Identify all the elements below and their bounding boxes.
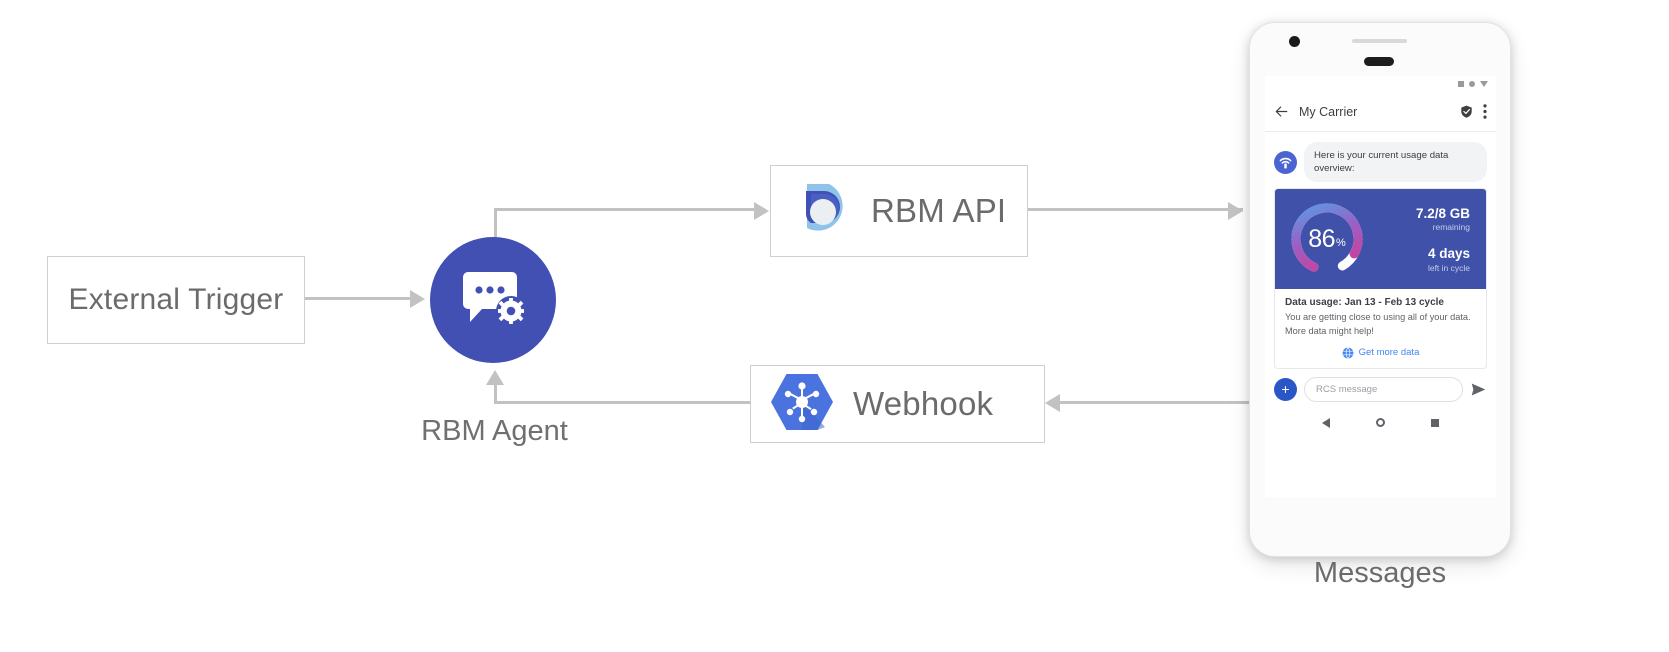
card-title: Data usage: Jan 13 - Feb 13 cycle bbox=[1285, 297, 1444, 309]
rbm-api-label: RBM API bbox=[871, 192, 1007, 229]
gauge-percent-value: 86 bbox=[1308, 224, 1336, 253]
rbm-agent-node[interactable] bbox=[430, 237, 556, 363]
phone-camera-icon bbox=[1289, 36, 1300, 47]
gauge-percent-symbol: % bbox=[1336, 236, 1346, 249]
phone-earpiece bbox=[1352, 39, 1407, 43]
message-bubble: Here is your current usage data overview… bbox=[1304, 142, 1487, 183]
external-trigger-label: External Trigger bbox=[68, 283, 284, 316]
arrow-trigger-to-agent bbox=[410, 290, 425, 308]
back-arrow-icon[interactable] bbox=[1274, 104, 1289, 119]
card-description-line2: More data might help! bbox=[1285, 325, 1374, 336]
arrow-webhook-to-agent bbox=[486, 370, 504, 385]
connector-webhook-to-agent-vert bbox=[494, 385, 497, 401]
app-bar-title: My Carrier bbox=[1299, 104, 1358, 119]
app-bar: My Carrier bbox=[1265, 92, 1496, 132]
overflow-menu-icon[interactable] bbox=[1483, 104, 1487, 119]
rich-card[interactable]: 86% 7.2/8 GB remaining 4 days left in cy… bbox=[1274, 188, 1487, 369]
nav-back-icon[interactable] bbox=[1322, 417, 1330, 428]
stats-spacer bbox=[1377, 232, 1470, 246]
rbm-api-node[interactable]: RBM API bbox=[770, 165, 1028, 257]
connector-agent-to-api-vert bbox=[494, 208, 497, 248]
message-composer: + RCS message bbox=[1265, 368, 1496, 410]
send-icon[interactable] bbox=[1470, 381, 1487, 398]
connector-trigger-to-agent bbox=[305, 297, 410, 300]
chat-gear-icon bbox=[460, 268, 526, 333]
triangle-down-icon bbox=[1480, 81, 1488, 87]
usage-gauge: 86% bbox=[1287, 199, 1367, 279]
rcs-message-placeholder: RCS message bbox=[1316, 383, 1378, 395]
data-remaining-label: remaining bbox=[1432, 222, 1470, 233]
days-left-value: 4 days bbox=[1427, 246, 1470, 262]
plus-icon[interactable]: + bbox=[1274, 377, 1297, 401]
gauge-percent: 86% bbox=[1287, 199, 1367, 279]
connector-webhook-to-agent-horz bbox=[494, 401, 750, 404]
conversation-thread: Here is your current usage data overview… bbox=[1265, 132, 1496, 369]
rcs-message-input[interactable]: RCS message bbox=[1304, 376, 1463, 402]
message-row: Here is your current usage data overview… bbox=[1274, 142, 1487, 183]
phone-screen: My Carrier Here is your current usage da… bbox=[1265, 76, 1496, 497]
dot-icon bbox=[1469, 81, 1475, 87]
hero-stats: 7.2/8 GB remaining 4 days left in cycle bbox=[1377, 206, 1474, 273]
external-trigger-node[interactable]: External Trigger bbox=[47, 256, 305, 344]
globe-icon bbox=[1342, 346, 1354, 359]
phone-speaker bbox=[1364, 57, 1394, 66]
connector-phone-to-webhook bbox=[1060, 401, 1260, 404]
rbm-agent-label: RBM Agent bbox=[421, 415, 568, 447]
get-more-data-button[interactable]: Get more data bbox=[1285, 346, 1476, 359]
square-icon bbox=[1458, 81, 1464, 87]
arrow-agent-to-api bbox=[754, 202, 769, 220]
data-remaining-value: 7.2/8 GB bbox=[1415, 205, 1470, 221]
connector-agent-to-api-horz bbox=[494, 208, 754, 211]
nav-recents-icon[interactable] bbox=[1431, 418, 1439, 427]
arrow-api-to-phone bbox=[1228, 202, 1243, 220]
webhook-label: Webhook bbox=[853, 385, 994, 422]
status-bar bbox=[1265, 76, 1496, 92]
rbm-api-logo-icon bbox=[789, 176, 855, 247]
card-hero: 86% 7.2/8 GB remaining 4 days left in cy… bbox=[1275, 189, 1486, 290]
verified-shield-icon bbox=[1460, 105, 1473, 118]
webhook-hexagon-icon bbox=[769, 371, 835, 438]
android-nav-bar bbox=[1265, 409, 1496, 436]
connector-api-to-phone bbox=[1028, 208, 1243, 211]
card-description: You are getting close to using all of yo… bbox=[1285, 311, 1476, 337]
webhook-node[interactable]: Webhook bbox=[750, 365, 1045, 443]
card-description-line1: You are getting close to using all of yo… bbox=[1285, 312, 1471, 323]
messages-caption: Messages bbox=[1313, 557, 1447, 589]
get-more-data-label: Get more data bbox=[1358, 347, 1420, 359]
carrier-brand-icon bbox=[1274, 151, 1297, 174]
arrow-phone-to-webhook bbox=[1045, 394, 1060, 412]
card-body: Data usage: Jan 13 - Feb 13 cycle You ar… bbox=[1275, 289, 1486, 367]
nav-home-icon[interactable] bbox=[1376, 418, 1385, 428]
days-left-label: left in cycle bbox=[1427, 262, 1470, 273]
message-text: Here is your current usage data overview… bbox=[1314, 150, 1449, 175]
